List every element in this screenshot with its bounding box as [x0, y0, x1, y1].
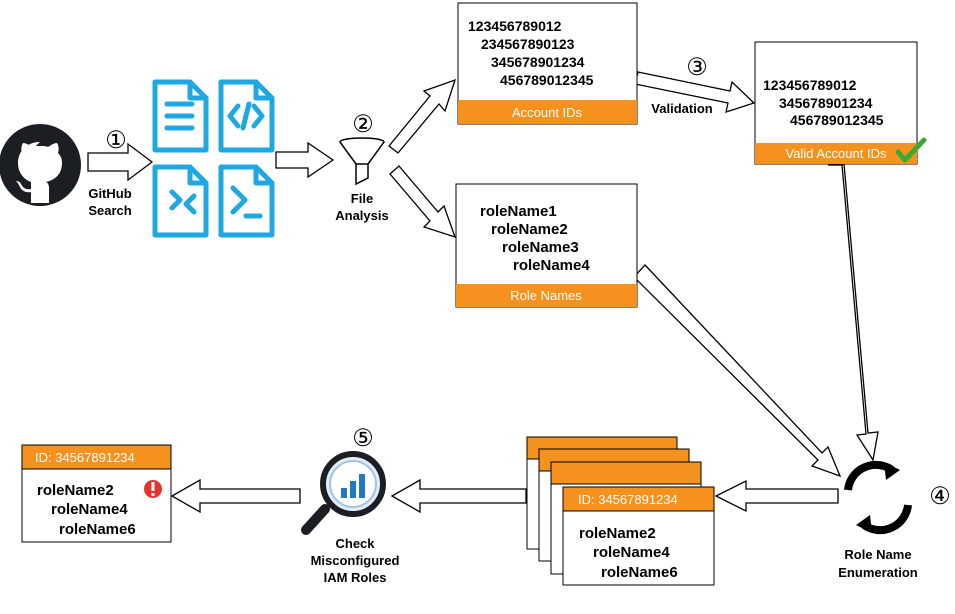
arrow-valid-to-enumeration: [827, 163, 879, 462]
arrow-roles-to-enumeration: [633, 264, 842, 478]
file-analysis-line2: Analysis: [335, 208, 388, 223]
enumeration-label-line2: Enumeration: [838, 565, 918, 580]
account-id-1: 123456789012: [468, 18, 562, 34]
arrow-funnel-to-accounts: [388, 78, 457, 154]
valid-ids-footer: Valid Account IDs: [786, 146, 887, 161]
magnifier-icon: [301, 451, 386, 535]
result-role-3: roleName6: [59, 521, 136, 538]
valid-account-ids-box: 123456789012 345678901234 456789012345 V…: [754, 41, 927, 165]
account-ids-footer: Account IDs: [512, 105, 583, 120]
role-names-footer: Role Names: [510, 288, 582, 303]
arrow-github-to-files: [87, 142, 154, 182]
result-card: ID: 34567891234 roleName2 roleName4 role…: [21, 444, 172, 543]
result-card-header: ID: 34567891234: [35, 450, 135, 465]
valid-id-1: 123456789012: [763, 77, 857, 93]
stack-front-card: ID: 34567891234 roleName2 roleName4 role…: [562, 486, 715, 586]
file-analysis-line1: File: [351, 191, 373, 206]
checkmark-icon: [895, 137, 927, 163]
result-role-1: roleName2: [37, 482, 114, 499]
stacked-cards: ID: 34567891234 roleName2 roleName4 role…: [526, 436, 715, 586]
github-group: ① GitHub Search: [0, 124, 132, 218]
result-role-2: roleName4: [51, 501, 128, 518]
role-names-box: roleName1 roleName2 roleName3 roleName4 …: [455, 183, 638, 308]
refresh-icon: [844, 460, 912, 535]
alert-icon: [144, 480, 162, 498]
step-4-marker: ④: [929, 483, 951, 510]
github-label-line1: GitHub: [88, 186, 131, 201]
valid-id-2: 345678901234: [779, 95, 873, 111]
github-label-line2: Search: [88, 203, 131, 218]
arrow-funnel-to-roles: [389, 165, 457, 239]
stack-role-2: roleName4: [593, 544, 670, 561]
step-3-marker: ③: [686, 54, 708, 81]
valid-id-3: 456789012345: [790, 112, 884, 128]
enumeration-label-line1: Role Name: [844, 547, 911, 562]
role-name-3: roleName3: [502, 239, 579, 256]
account-id-2: 234567890123: [481, 36, 575, 52]
funnel-group: ② File Analysis: [335, 111, 388, 223]
code-icon: [218, 79, 275, 153]
arrow-check-to-result: [170, 478, 301, 514]
validation-label: Validation: [651, 101, 712, 116]
check-label-line1: Check: [335, 536, 375, 551]
arrow-files-to-funnel: [275, 141, 335, 179]
arrows: [87, 71, 879, 514]
role-name-1: roleName1: [480, 203, 557, 220]
merge-icon: [152, 164, 209, 238]
file-icons: [152, 79, 275, 238]
role-name-4: roleName4: [513, 257, 590, 274]
funnel-icon: [339, 137, 385, 186]
check-label-line3: IAM Roles: [324, 570, 387, 585]
check-group: ⑤ Check Misconfigured IAM Roles: [301, 425, 400, 585]
role-name-2: roleName2: [491, 221, 568, 238]
stack-card-header: ID: 34567891234: [578, 492, 678, 507]
terminal-icon: [218, 164, 275, 238]
document-icon: [152, 79, 209, 153]
arrow-cards-to-check: [390, 478, 527, 514]
arrow-enumeration-to-cards: [714, 479, 839, 513]
step-2-marker: ②: [352, 111, 374, 138]
account-ids-box: 123456789012 234567890123 345678901234 4…: [457, 2, 638, 125]
account-id-4: 456789012345: [500, 72, 594, 88]
stack-role-1: roleName2: [579, 525, 656, 542]
github-icon: [0, 124, 81, 206]
step-5-marker: ⑤: [352, 425, 374, 452]
enumeration-group: ④ Role Name Enumeration: [838, 460, 951, 580]
check-label-line2: Misconfigured: [311, 553, 400, 568]
account-id-3: 345678901234: [491, 54, 585, 70]
step-1-marker: ①: [105, 127, 127, 154]
arrow-accounts-to-valid: [634, 71, 756, 113]
stack-role-3: roleName6: [601, 564, 678, 581]
